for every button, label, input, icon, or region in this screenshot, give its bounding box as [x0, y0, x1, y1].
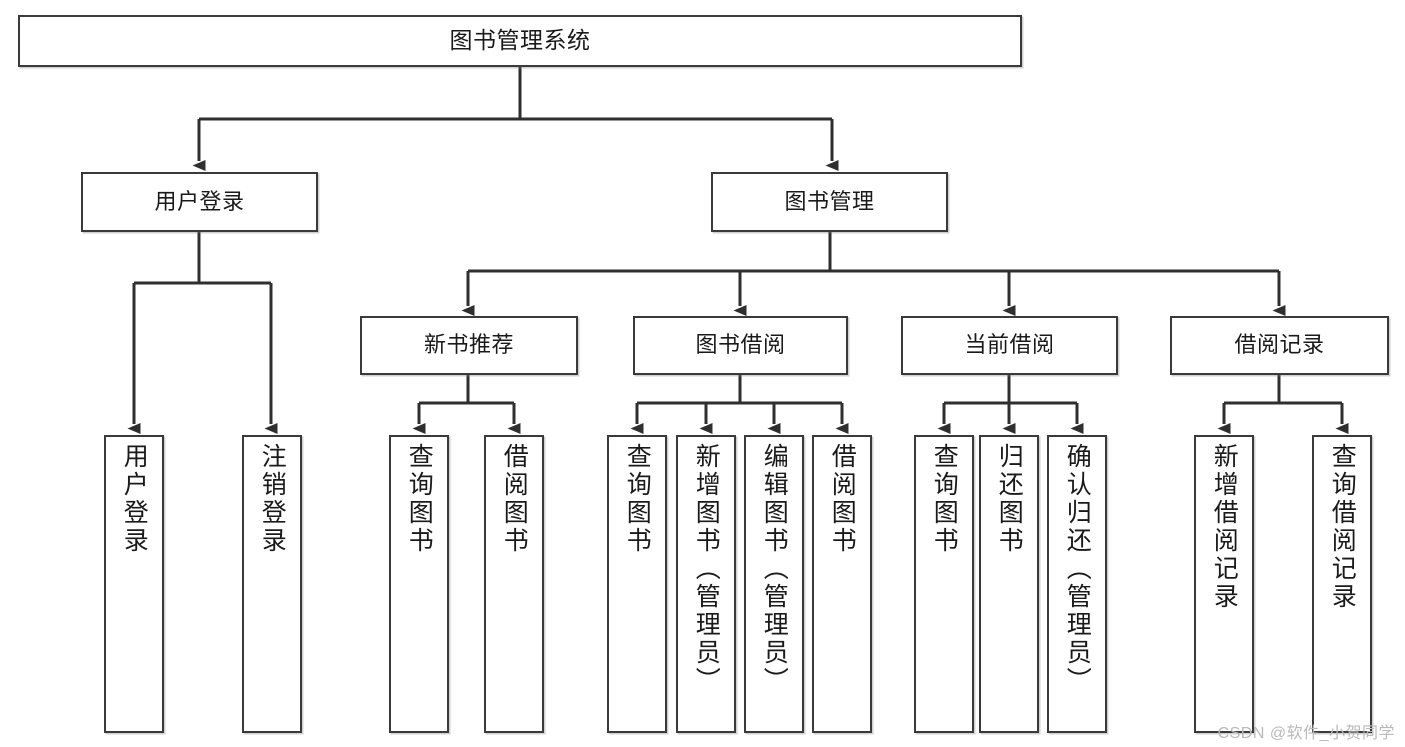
node-label: 图书管理系统: [449, 27, 591, 54]
node-label: 查询图书: [623, 443, 652, 555]
node-current-borrow[interactable]: 当前借阅: [901, 316, 1118, 375]
leaf-record-add-record[interactable]: 新增借阅记录: [1194, 435, 1254, 733]
node-label: 查询图书: [405, 443, 434, 555]
node-label: 新增借阅记录: [1210, 443, 1239, 611]
leaf-current-return-book[interactable]: 归还图书: [979, 435, 1039, 733]
node-label: 确认归还（管理员）: [1063, 443, 1092, 695]
node-label: 借阅图书: [500, 443, 529, 555]
node-book-management[interactable]: 图书管理: [711, 172, 948, 232]
node-label: 新增图书（管理员）: [692, 443, 721, 695]
leaf-user-login-logout[interactable]: 注销登录: [242, 435, 302, 733]
node-label: 图书借阅: [695, 332, 786, 358]
node-label: 查询图书: [930, 443, 959, 555]
node-root-system[interactable]: 图书管理系统: [18, 15, 1022, 67]
leaf-current-query-book[interactable]: 查询图书: [914, 435, 974, 733]
node-label: 借阅图书: [828, 443, 857, 555]
leaf-borrow-add-book-admin[interactable]: 新增图书（管理员）: [676, 435, 736, 733]
node-label: 图书管理: [784, 188, 875, 214]
node-label: 借阅记录: [1234, 332, 1325, 358]
leaf-user-login-login[interactable]: 用户登录: [104, 435, 164, 733]
node-label: 归还图书: [995, 443, 1024, 555]
node-label: 新书推荐: [423, 332, 514, 358]
node-user-login[interactable]: 用户登录: [81, 172, 318, 232]
leaf-borrow-borrow-book[interactable]: 借阅图书: [812, 435, 872, 733]
node-label: 编辑图书（管理员）: [760, 443, 789, 695]
node-label: 用户登录: [154, 188, 245, 214]
csdn-watermark: CSDN @软件_小贺同学: [1217, 725, 1395, 742]
leaf-borrow-edit-book-admin[interactable]: 编辑图书（管理员）: [744, 435, 804, 733]
node-borrow-record[interactable]: 借阅记录: [1170, 316, 1389, 375]
node-new-book-recommend[interactable]: 新书推荐: [360, 316, 578, 375]
node-label: 用户登录: [120, 443, 149, 555]
node-label: 查询借阅记录: [1328, 443, 1357, 611]
node-book-borrow[interactable]: 图书借阅: [633, 316, 848, 375]
leaf-recommend-query-book[interactable]: 查询图书: [389, 435, 449, 733]
leaf-current-confirm-return-admin[interactable]: 确认归还（管理员）: [1047, 435, 1107, 733]
leaf-borrow-query-book[interactable]: 查询图书: [607, 435, 667, 733]
leaf-recommend-borrow-book[interactable]: 借阅图书: [484, 435, 544, 733]
node-label: 注销登录: [258, 443, 287, 555]
node-label: 当前借阅: [964, 332, 1055, 358]
leaf-record-query-record[interactable]: 查询借阅记录: [1312, 435, 1372, 733]
